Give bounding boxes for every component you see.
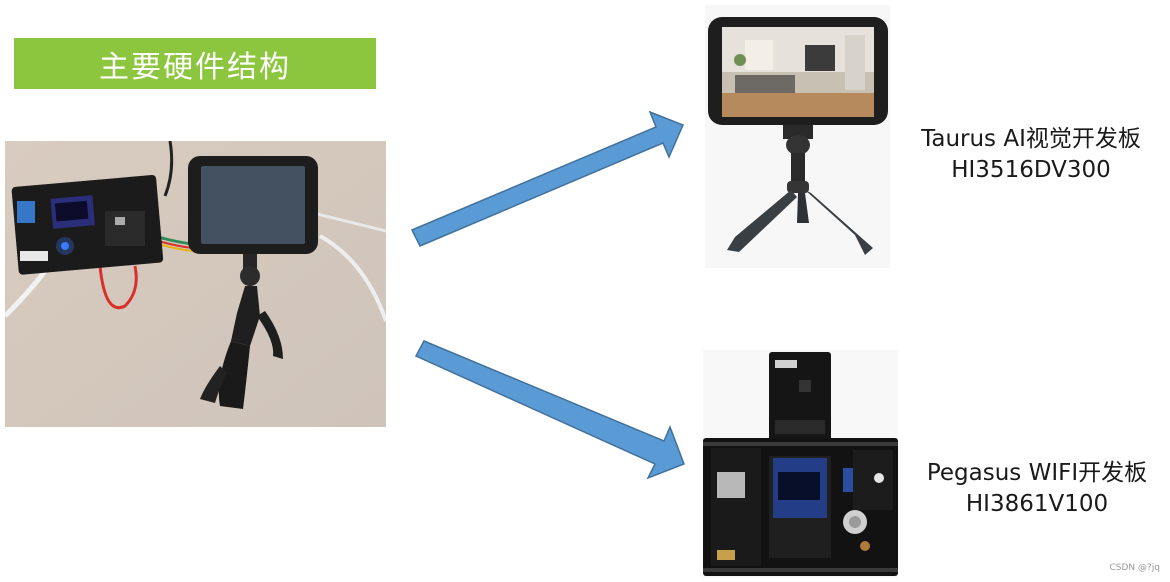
pegasus-board-photo (703, 350, 898, 578)
watermark: CSDN @?jq (1109, 563, 1160, 573)
combined-hardware-photo (5, 141, 386, 427)
arrow-to-taurus (410, 110, 684, 247)
pegasus-model: HI3861V100 (965, 491, 1109, 517)
taurus-board-photo (705, 5, 890, 268)
title-banner: 主要硬件结构 (14, 38, 376, 89)
pegasus-label: Pegasus WIFI开发板 HI3861V100 (904, 458, 1170, 520)
pegasus-name: Pegasus WIFI开发板 (926, 460, 1148, 486)
arrow-to-pegasus (414, 340, 685, 480)
taurus-name: Taurus AI视觉开发板 (921, 126, 1141, 152)
taurus-model: HI3516DV300 (951, 157, 1111, 183)
title-text: 主要硬件结构 (99, 49, 291, 85)
taurus-label: Taurus AI视觉开发板 HI3516DV300 (900, 124, 1162, 186)
